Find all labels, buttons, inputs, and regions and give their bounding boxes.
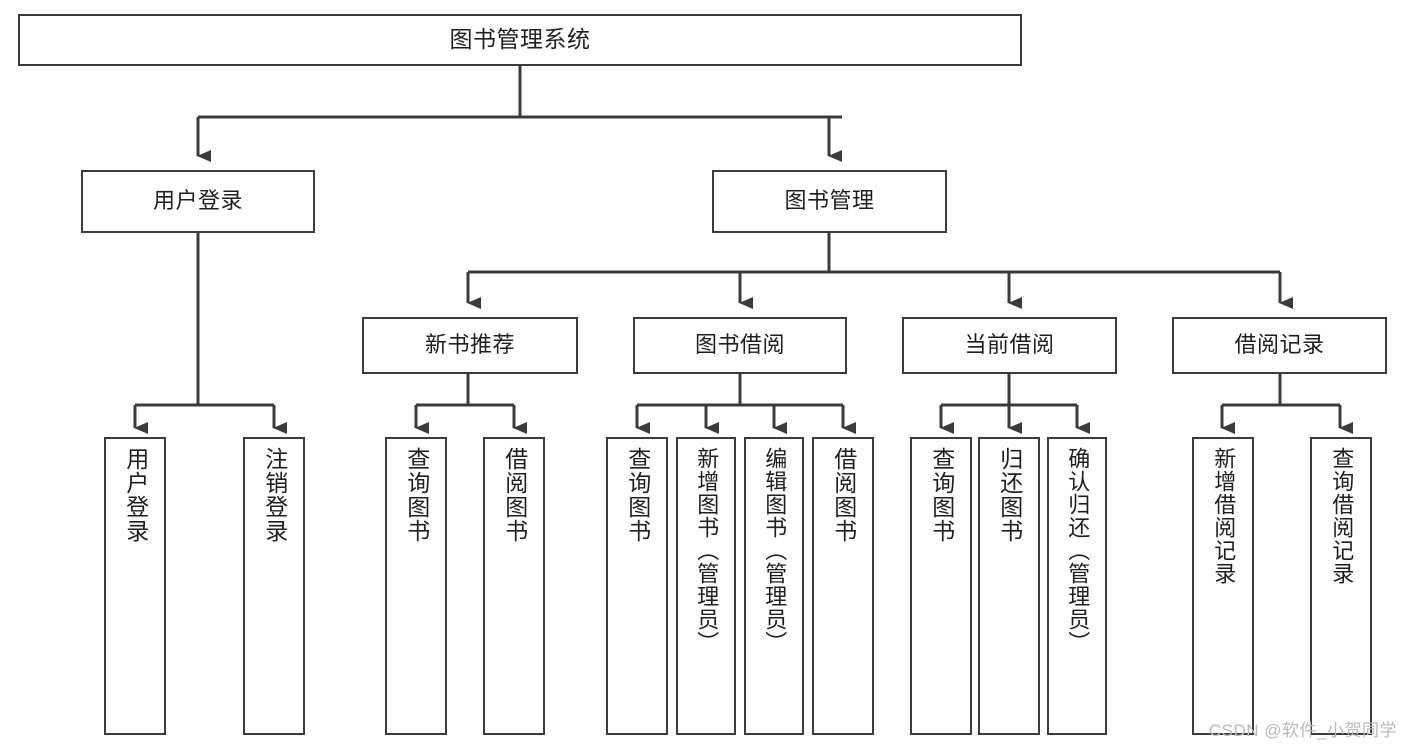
leaf-confirm-return-admin[interactable]: 确认归还（管理员） [1047,437,1107,735]
node-label: 新增借阅记录 [1211,447,1237,585]
node-label: 注销登录 [261,447,288,543]
node-label: 编辑图书（管理员） [762,447,788,654]
leaf-user-login[interactable]: 用户登录 [104,437,166,735]
node-label: 查询借阅记录 [1329,447,1355,585]
node-label: 确认归还（管理员） [1065,447,1091,654]
node-label: 图书管理 [784,188,875,214]
leaf-query-book[interactable]: 查询图书 [606,437,668,735]
leaf-borrow-book[interactable]: 借阅图书 [812,437,874,735]
node-book-borrow[interactable]: 图书借阅 [633,317,847,374]
node-label: 图书管理系统 [449,26,591,53]
node-label: 当前借阅 [964,332,1055,358]
leaf-edit-book-admin[interactable]: 编辑图书（管理员） [744,437,804,735]
node-book-management[interactable]: 图书管理 [712,170,947,233]
leaf-borrow-book-recommend[interactable]: 借阅图书 [483,437,545,735]
csdn-watermark: CSDN @软件_小贺同学 [1208,721,1397,740]
node-label: 借阅图书 [830,447,857,543]
node-label: 新书推荐 [424,332,515,358]
node-label: 借阅记录 [1234,332,1325,358]
leaf-return-book[interactable]: 归还图书 [978,437,1040,735]
node-new-book-recommend[interactable]: 新书推荐 [362,317,578,374]
leaf-query-book-current[interactable]: 查询图书 [910,437,972,735]
node-borrow-record[interactable]: 借阅记录 [1172,317,1387,374]
node-label: 用户登录 [152,188,243,214]
leaf-query-book-recommend[interactable]: 查询图书 [385,437,447,735]
leaf-logout[interactable]: 注销登录 [243,437,305,735]
node-root-system[interactable]: 图书管理系统 [18,14,1022,66]
node-label: 查询图书 [624,447,651,543]
node-label: 归还图书 [996,447,1023,543]
node-label: 新增图书（管理员） [694,447,720,654]
node-user-login[interactable]: 用户登录 [81,170,315,233]
node-label: 查询图书 [403,447,430,543]
leaf-add-book-admin[interactable]: 新增图书（管理员） [676,437,736,735]
leaf-add-borrow-record[interactable]: 新增借阅记录 [1192,437,1254,735]
leaf-query-borrow-record[interactable]: 查询借阅记录 [1310,437,1372,735]
node-label: 用户登录 [122,447,149,543]
node-label: 借阅图书 [501,447,528,543]
node-label: 查询图书 [928,447,955,543]
node-label: 图书借阅 [694,332,785,358]
node-current-borrow[interactable]: 当前借阅 [902,317,1117,374]
